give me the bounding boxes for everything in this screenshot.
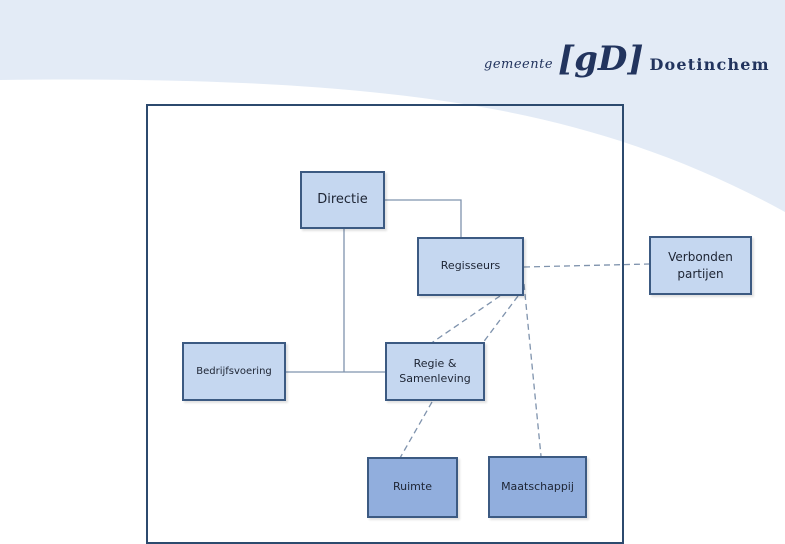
regie-samenleving-box: Regie & Samenleving — [385, 342, 485, 401]
logo-city: Doetinchem — [649, 54, 770, 74]
ruimte-label: Ruimte — [393, 480, 432, 494]
bedrijfsvoering-box: Bedrijfsvoering — [182, 342, 286, 401]
line-regisseurs-regie-a — [429, 295, 501, 345]
bedrijfsvoering-label: Bedrijfsvoering — [196, 365, 272, 377]
regisseurs-box: Regisseurs — [417, 237, 524, 296]
directie-box: Directie — [300, 171, 385, 229]
verbonden-partijen-label-1: Verbonden — [668, 250, 733, 265]
regie-samenleving-label-2: Samenleving — [399, 371, 471, 385]
line-regisseurs-verbonden — [523, 263, 650, 268]
maatschappij-label: Maatschappij — [501, 479, 574, 493]
maatschappij-box: Maatschappij — [488, 456, 587, 518]
logo-prefix: gemeente — [484, 56, 554, 72]
verbonden-partijen-box: Verbonden partijen — [649, 236, 752, 295]
line-regisseurs-maatschappij — [523, 283, 542, 457]
line-directie-regisseurs — [384, 199, 462, 238]
regie-samenleving-label-1: Regie & — [413, 356, 457, 370]
regisseurs-label: Regisseurs — [440, 259, 501, 273]
directie-label: Directie — [317, 192, 368, 208]
gemeente-doetinchem-logo: gemeente [gD] Doetinchem — [484, 34, 770, 84]
line-regie-ruimte — [399, 401, 433, 459]
verbonden-partijen-label-2: partijen — [677, 266, 724, 281]
line-regisseurs-regie-b — [481, 295, 519, 345]
ruimte-box: Ruimte — [367, 457, 458, 518]
logo-mark: [gD] — [558, 39, 644, 79]
